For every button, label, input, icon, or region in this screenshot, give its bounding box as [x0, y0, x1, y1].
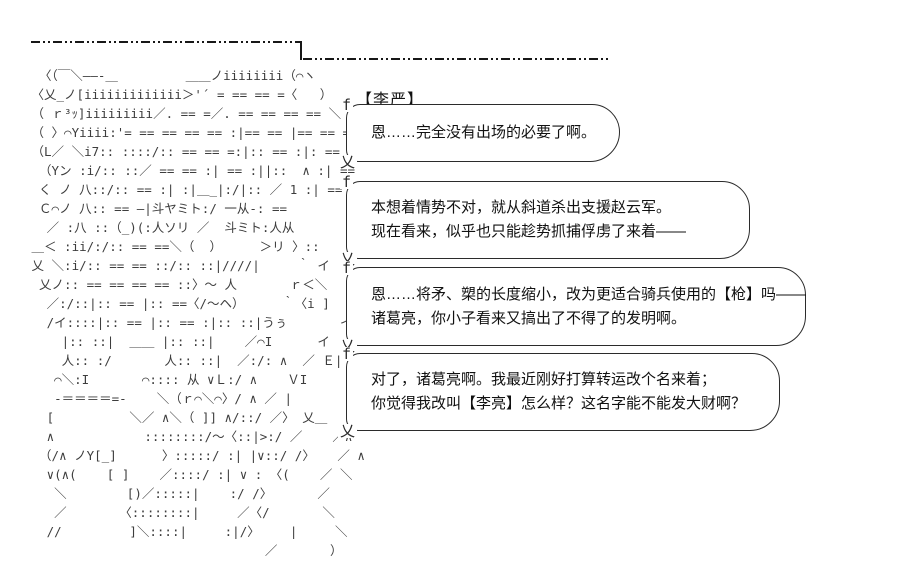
- bubble-tail-top-icon: f: [340, 96, 354, 114]
- dialogue-text: 对了，诸葛亮啊。我最近刚好打算转运改个名来着；: [371, 371, 717, 388]
- bubble-tail-bottom-icon: 乂: [338, 153, 358, 171]
- dialogue-text: 恩……完全没有出场的必要了啊。: [371, 124, 597, 141]
- speech-bubble-1: f 恩……完全没有出场的必要了啊。 乂: [338, 98, 620, 170]
- scene-divider-segment-left: [31, 41, 302, 43]
- dialogue-text: 本想着情势不对，就从斜道杀出支援赵云军。: [371, 199, 672, 216]
- dialogue-text: 你觉得我改叫【李亮】怎么样？这名字能不能发大财啊？: [371, 395, 747, 412]
- dialogue-text: 诸葛亮，你小子看来又搞出了不得了的发明啊。: [371, 309, 687, 327]
- speech-bubble-2: f 本想着情势不对，就从斜道杀出支援赵云军。 现在看来，似乎也只能趁势抓捕俘虏了…: [338, 175, 750, 267]
- dialogue-text: 现在看来，似乎也只能趁势抓捕俘虏了来着——: [371, 223, 687, 240]
- scene-divider-step: [300, 41, 302, 60]
- bubble-tail-bottom-icon: 乂: [338, 422, 358, 440]
- bubble-tail-top-icon: f: [340, 259, 354, 277]
- ascii-art-character: 〈（￣＼――-＿ ＿＿ノiiiiiiii（⌒ヽ 〈乂_ノ[iiiiiiiiiii…: [31, 68, 365, 558]
- speech-bubble-4: f 对了，诸葛亮啊。我最近刚好打算转运改个名来着； 你觉得我改叫【李亮】怎么样？…: [338, 347, 780, 439]
- bubble-tail-top-icon: f: [340, 173, 354, 191]
- dialogue-text: 恩……将矛、槊的长度缩小，改为更适合骑兵使用的【枪】吗——: [371, 285, 807, 303]
- bubble-tail-top-icon: f: [340, 345, 354, 363]
- speech-bubble-3: f 恩……将矛、槊的长度缩小，改为更适合骑兵使用的【枪】吗—— 诸葛亮，你小子看…: [338, 261, 807, 354]
- scene-divider-segment-right: [303, 58, 611, 60]
